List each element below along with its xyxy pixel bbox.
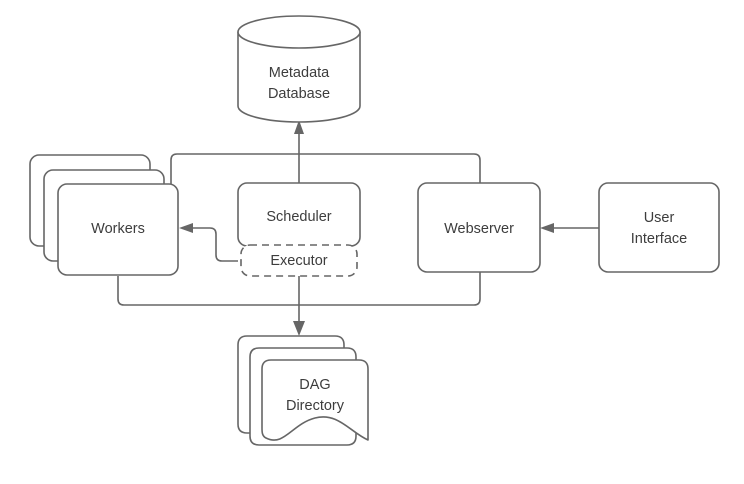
executor-box	[240, 244, 358, 277]
node-metadata-database[interactable]: Metadata Database	[237, 15, 361, 123]
arrowhead-webserver	[540, 223, 554, 233]
dag-directory-label-line2: Directory	[286, 398, 345, 414]
workers-card-front	[57, 183, 179, 276]
user-interface-label-line1: User	[644, 210, 675, 226]
edge-executor-to-workers	[188, 227, 238, 262]
node-workers[interactable]: Workers	[29, 154, 179, 276]
workers-label: Workers	[91, 221, 145, 237]
webserver-label: Webserver	[444, 221, 514, 237]
webserver-box	[417, 182, 541, 273]
node-executor[interactable]: Executor	[240, 244, 358, 277]
node-scheduler[interactable]: Scheduler	[237, 182, 361, 247]
dag-directory-label-line1: DAG	[299, 377, 330, 393]
user-interface-box	[598, 182, 720, 273]
scheduler-label: Scheduler	[266, 209, 331, 225]
metadata-database-label-line1: Metadata	[269, 65, 330, 81]
metadata-database-top	[237, 15, 361, 49]
executor-label: Executor	[270, 253, 327, 269]
arrowhead-workers	[179, 223, 193, 233]
dag-directory-doc-front	[261, 359, 369, 441]
node-user-interface[interactable]: User Interface	[598, 182, 720, 273]
edge-workers-to-metadata-database	[170, 153, 481, 190]
node-dag-directory[interactable]: DAG Directory	[237, 335, 369, 446]
node-webserver[interactable]: Webserver	[417, 182, 541, 273]
user-interface-label-line2: Interface	[631, 231, 687, 247]
connectors-layer	[117, 120, 599, 336]
metadata-database-body	[237, 31, 361, 123]
arrowhead-dag-directory	[293, 321, 305, 336]
arrowhead-metadata-database	[294, 120, 304, 134]
metadata-database-label-line2: Database	[268, 86, 330, 102]
